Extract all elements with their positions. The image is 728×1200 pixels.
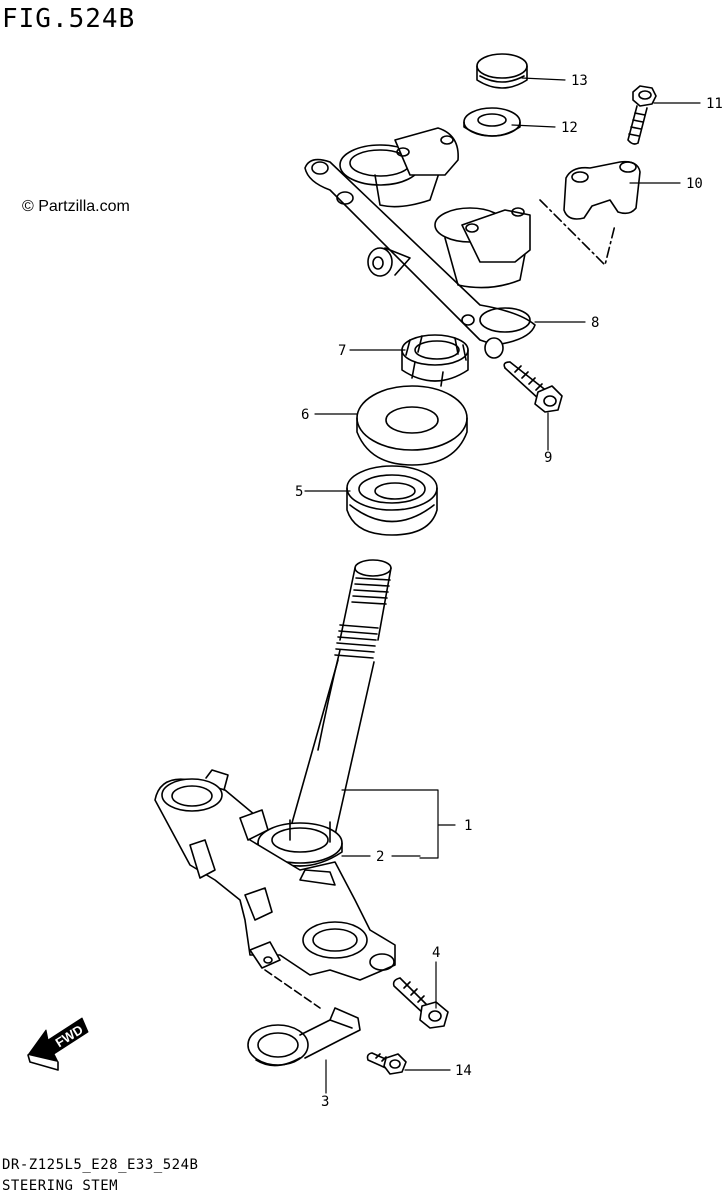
- figure-title: FIG.524B: [2, 4, 136, 34]
- part-12-washer[interactable]: [463, 107, 521, 137]
- callout-12: 12: [561, 120, 578, 136]
- callout-3: 3: [321, 1094, 329, 1110]
- part-11-bolt[interactable]: [627, 85, 657, 145]
- copyright-text: © Partzilla.com: [22, 198, 130, 215]
- part-9-bolt[interactable]: [503, 361, 563, 413]
- callout-4: 4: [432, 945, 440, 961]
- part-6-washer[interactable]: [356, 385, 468, 466]
- part-3-hose-guide[interactable]: [247, 1007, 361, 1067]
- callout-11: 11: [706, 96, 723, 112]
- footer-model-code: DR-Z125L5_E28_E33_524B: [2, 1157, 199, 1173]
- callout-10: 10: [686, 176, 703, 192]
- part-8-upper-bracket[interactable]: [304, 127, 536, 359]
- part-5-bearing[interactable]: [346, 465, 438, 536]
- callout-13: 13: [571, 73, 588, 89]
- part-2-seal[interactable]: [257, 819, 343, 867]
- callout-6: 6: [301, 407, 309, 423]
- part-7-steering-nut[interactable]: [401, 334, 469, 387]
- callout-14: 14: [455, 1063, 472, 1079]
- part-4-bolt[interactable]: [392, 977, 449, 1029]
- callout-5: 5: [295, 484, 303, 500]
- fwd-arrow-icon: FWD: [27, 1017, 89, 1071]
- callout-7: 7: [338, 343, 346, 359]
- callout-1: 1: [464, 818, 472, 834]
- callout-8: 8: [591, 315, 599, 331]
- part-1-steering-stem[interactable]: [289, 559, 392, 836]
- part-14-bolt[interactable]: [366, 1052, 407, 1075]
- part-13-cap[interactable]: [476, 53, 528, 89]
- callout-2: 2: [376, 849, 384, 865]
- callout-labels: 1 2 3 4 5 6 7 8 9 10 11 12 13 14: [295, 73, 723, 1110]
- footer-section-name: STEERING STEM: [2, 1178, 119, 1194]
- callout-9: 9: [544, 450, 552, 466]
- part-10-handlebar-holder[interactable]: [539, 160, 641, 266]
- leader-lines: [304, 77, 701, 1094]
- part-1-lower-bracket[interactable]: [154, 769, 396, 1009]
